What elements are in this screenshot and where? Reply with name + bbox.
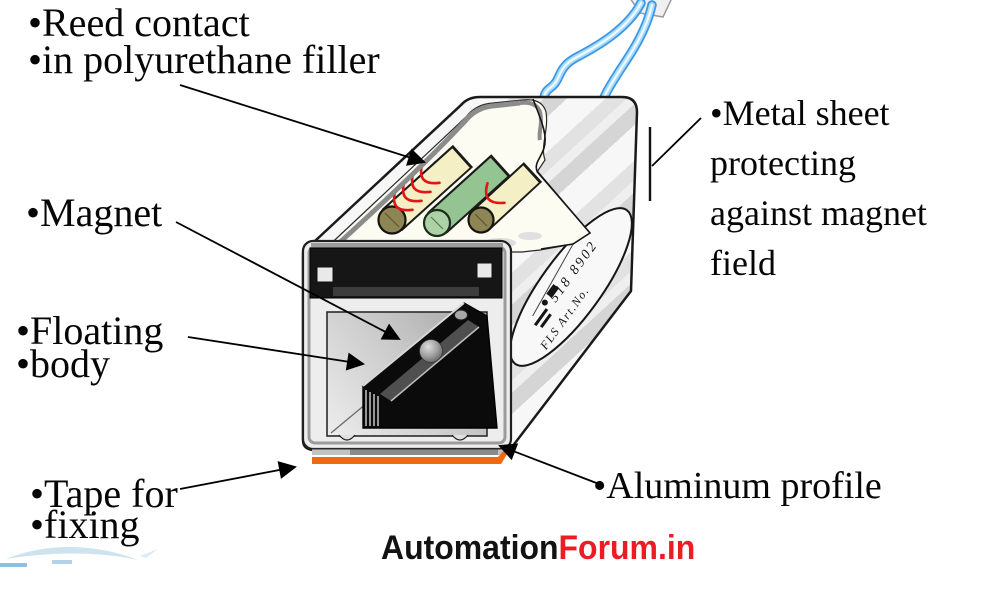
aluminum-leader-arrow <box>498 443 600 485</box>
cutaway-opening <box>320 98 592 256</box>
label-metal-sheet: •Metal sheet protecting against magnet f… <box>710 88 927 288</box>
floating-body-leader-arrow <box>187 336 365 371</box>
watermark-part2: Forum.in <box>558 529 696 567</box>
label-tape-line1: •Tape for <box>30 471 178 516</box>
cable-wires <box>538 0 672 111</box>
coil-windings <box>392 161 506 212</box>
label-metal-line2: protecting <box>710 143 856 183</box>
peeled-edge <box>325 100 521 256</box>
tape-leader-arrow <box>179 461 297 490</box>
front-cross-section <box>301 239 513 455</box>
inner-cavity <box>326 302 498 441</box>
magnet-leader-arrow <box>175 221 401 340</box>
reed-tube-2 <box>422 154 511 238</box>
magnet-pin <box>454 309 468 321</box>
label-tape-for-fixing: •Tape for •fixing <box>30 471 178 547</box>
bottom-rail <box>312 448 504 455</box>
label-reed-line1: •Reed contact <box>28 0 250 45</box>
label-tape-line2: •fixing <box>30 502 140 547</box>
label-floating-line2: •body <box>16 341 111 386</box>
fixing-tape <box>312 448 509 464</box>
product-sticker: 518 8902 FLS Art.No. <box>509 207 633 367</box>
block-striations <box>365 390 379 426</box>
reed-tube-3 <box>467 162 543 234</box>
metal-sheet-leader <box>651 117 702 167</box>
torn-flap-edge <box>532 98 592 250</box>
label-metal-line4: field <box>710 243 776 283</box>
watermark-part1: Automation <box>381 529 559 567</box>
swoosh-decoration <box>0 547 158 567</box>
watermark-automationforum: AutomationForum.in <box>381 529 695 568</box>
reed-contact-leader-arrow <box>179 84 426 166</box>
label-floating-line1: •Floating <box>16 308 164 353</box>
label-reed-line2: •in polyurethane filler <box>28 37 380 82</box>
label-metal-line1: •Metal sheet <box>710 93 890 133</box>
top-cap-bar <box>309 247 503 299</box>
label-aluminum-profile: •Aluminum profile <box>593 465 882 507</box>
label-metal-line3: against magnet <box>710 193 927 233</box>
magnet-sphere <box>419 339 443 363</box>
label-reed-contact: •Reed contact •in polyurethane filler <box>28 0 380 82</box>
leader-lines <box>175 84 702 490</box>
floating-body-block <box>362 302 498 429</box>
label-floating-body: •Floating •body <box>16 308 164 386</box>
label-magnet: •Magnet <box>26 190 163 235</box>
